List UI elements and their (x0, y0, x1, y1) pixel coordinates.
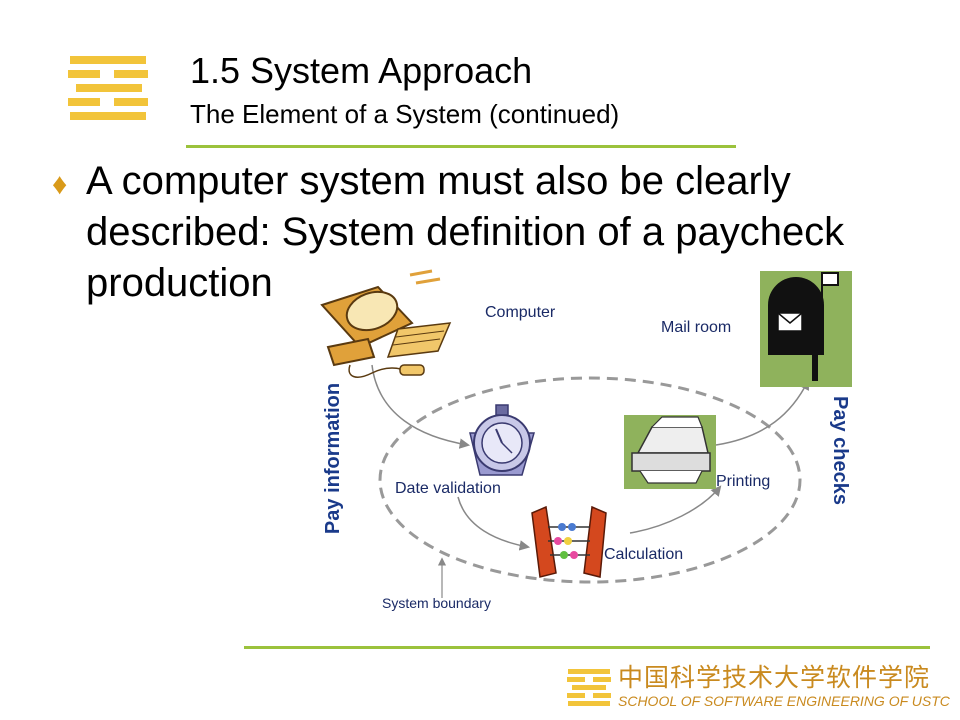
bullet-text: A computer system must also be clearly d… (86, 159, 845, 305)
label-date-validation: Date validation (395, 480, 501, 497)
label-mail-room: Mail room (661, 319, 732, 336)
arrow-computer-to-validation (371, 364, 471, 449)
label-printing: Printing (716, 473, 771, 490)
slide-title: 1.5 System Approach (190, 50, 533, 91)
label-computer: Computer (485, 304, 556, 321)
printer-icon (624, 415, 716, 489)
footer-school-name-chinese: 中国科学技术大学软件学院 (618, 664, 931, 692)
system-boundary-ellipse (378, 376, 802, 584)
stopwatch-icon (469, 404, 535, 476)
footer-school-name-english: SCHOOL OF SOFTWARE ENGINEERING OF USTC (618, 693, 950, 709)
label-pay-checks: Pay checks (828, 396, 851, 505)
bullet-diamond-icon: ♦ (52, 168, 68, 201)
paycheck-system-diagram: Computer Mail room Date validation Print… (300, 265, 860, 625)
abacus-icon (531, 505, 607, 578)
diagram-canvas (320, 269, 852, 598)
slide-subtitle: The Element of a System (continued) (190, 99, 620, 129)
computer-icon (320, 269, 452, 378)
label-pay-information: Pay information (322, 382, 345, 535)
footer-logo (567, 669, 611, 706)
header-divider (186, 145, 736, 148)
arrow-printing-to-mailroom (715, 379, 809, 446)
footer-divider (244, 646, 930, 649)
label-calculation: Calculation (604, 546, 684, 563)
label-system-boundary: System boundary (382, 595, 491, 611)
header-logo (68, 56, 148, 120)
arrow-validation-to-calculation (457, 496, 531, 551)
arrow-calculation-to-printing (629, 485, 722, 534)
mailbox-icon (760, 271, 852, 387)
